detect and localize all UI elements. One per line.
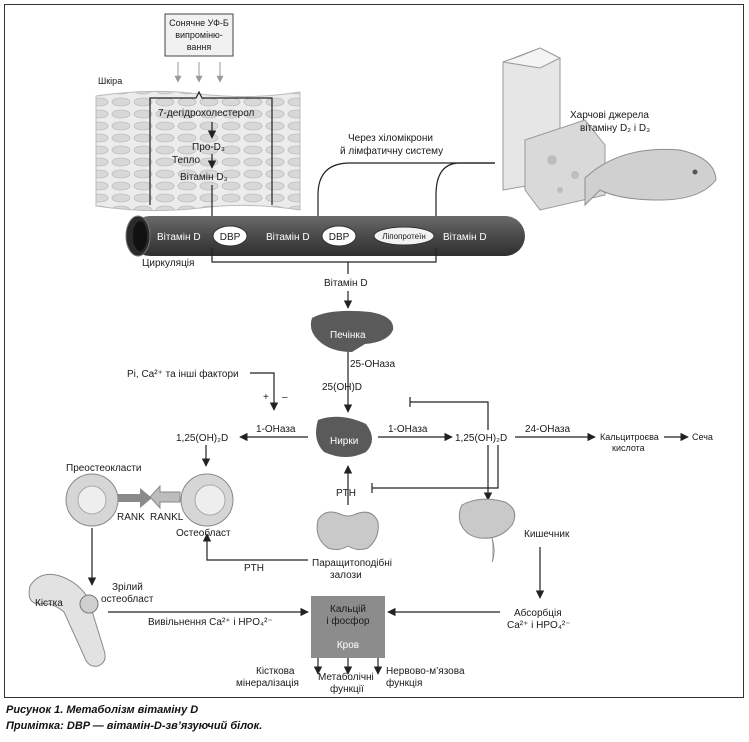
dbp-badge: DBP [212,225,248,247]
skin-step: Про-D₃ [192,142,225,153]
urine-label: Сеча [692,432,713,442]
blood-label: Кров [337,640,359,651]
absorption-line: Абсорбція [514,607,562,619]
kidney-illustration [316,416,372,457]
uv-rays [174,62,224,83]
right-enzyme-label: 1-ОНаза [388,424,428,435]
rank-receptor [118,488,152,508]
absorption-line: Ca²⁺ і HPO₄²⁻ [507,620,571,631]
chylomicron-line: Через хіломікрони [348,133,433,144]
rank-label: RANK [117,512,145,523]
uv-box-line: Сонячне УФ-Б [169,18,229,28]
calcitroic-line: Кальцитроєва [600,432,659,442]
uv-box-line: вання [187,42,212,52]
arrow-pth-to-osteoblast [202,533,308,561]
figure-caption-note: Примітка: DBP — вітамін-D-зв’язуючий біл… [6,720,263,732]
outcome-neuro-line: Нервово-м’язова [386,666,465,677]
mature-osteoblast-line: остеобласт [101,593,154,605]
pth-center-label: PTH [336,488,356,499]
figure-frame [4,4,744,698]
left-product-label: 1,25(OH)₂D [176,433,228,444]
skin-step: 7-дегідрохолестерол [158,108,255,119]
arrow-factors [250,372,279,411]
food-sources-line: Харчові джерела [570,110,649,121]
right-product-label: 1,25(OH)₂D [455,433,507,444]
figure-caption-title: Рисунок 1. Метаболізм вітаміну D [6,704,199,716]
intestine-label: Кишечник [524,529,570,540]
circulation-label: Циркуляція [142,258,194,269]
skin-step: Вітамін D₃ [180,172,228,183]
outcome-metabolic-line: функції [330,683,364,695]
bone-illustration [28,573,106,667]
lipoprotein-label: Ліпопротеїн [382,232,426,241]
food-illustration [502,47,717,211]
arrow-chylomicron-to-dbp [313,162,495,229]
skin-illustration [95,90,301,212]
intestine-illustration [458,498,516,563]
food-sources-line: вітаміну D₂ і D₃ [580,123,650,134]
outcome-bone-line: Кісткова [256,666,295,677]
liver-illustration [310,310,394,352]
enzyme-25-label: 25-ОНаза [350,359,395,370]
uv-box: Сонячне УФ-Б випроміню- вання [164,13,234,57]
factors-label: Pi, Ca²⁺ та інші фактори [127,368,239,380]
liver-label: Печінка [330,330,366,341]
minus-sign: – [282,392,288,403]
rankl-label: RANKL [150,512,184,523]
vessel-vitamin-d: Вітамін D [266,232,310,243]
enzyme-24-label: 24-ОНаза [525,424,570,435]
preosteoclast-cell [65,473,119,527]
metabolite-25-label: 25(OH)D [322,382,362,393]
calcitroic-line: кислота [612,443,645,453]
vessel-vitamin-d: Вітамін D [443,232,487,243]
osteoblast-cell [180,473,234,527]
dbp-label: DBP [329,232,350,243]
outcome-metabolic-line: Метаболічні [318,671,374,683]
outcome-bone-line: мінералізація [236,678,299,689]
osteoblast-label: Остеобласт [176,527,231,539]
parathyroid-line: Паращитоподібні [312,557,392,569]
bone-label: Кістка [35,598,63,609]
skin-label: Шкіра [98,76,122,86]
vessel-collector-line [211,248,437,263]
uv-box-line: випроміню- [175,30,223,40]
skin-step: Тепло [172,155,200,166]
mature-osteoblast-line: Зрілий [112,582,143,593]
plus-sign: + [263,392,269,403]
skin-box: 7-дегідрохолестерол Про-D₃ Тепло Вітамін… [149,90,273,205]
mature-osteoblast-cell [79,594,99,614]
rankl-ligand [149,484,181,510]
arrow-chylomicron-to-lipoprotein [431,162,495,229]
parathyroid-line: залози [330,570,362,581]
kidney-label: Нирки [330,436,358,447]
dbp-badge: DBP [321,225,357,247]
lipoprotein-badge: Ліпопротеїн [373,226,435,246]
blood-box-line: і фосфор [326,615,370,627]
release-label: Вивільнення Ca²⁺ і HPO₄²⁻ [148,617,273,628]
vessel-vitamin-d: Вітамін D [157,232,201,243]
chylomicron-line: й лімфатичну систему [340,145,443,157]
left-enzyme-label: 1-ОНаза [256,424,296,435]
blood-box: Кальцій і фосфор Кров [311,596,385,658]
blood-box-line: Кальцій [330,604,366,615]
dbp-label: DBP [220,232,241,243]
vitamin-d-label: Вітамін D [324,278,368,289]
inhibition-feedback-line [409,397,489,430]
preosteoclasts-label: Преостеокласти [66,463,142,474]
outcome-neuro-line: функція [386,677,422,689]
parathyroid-illustration [316,511,379,551]
pth-inhibition-line [372,445,499,489]
pth-bottom-label: PTH [244,563,264,574]
